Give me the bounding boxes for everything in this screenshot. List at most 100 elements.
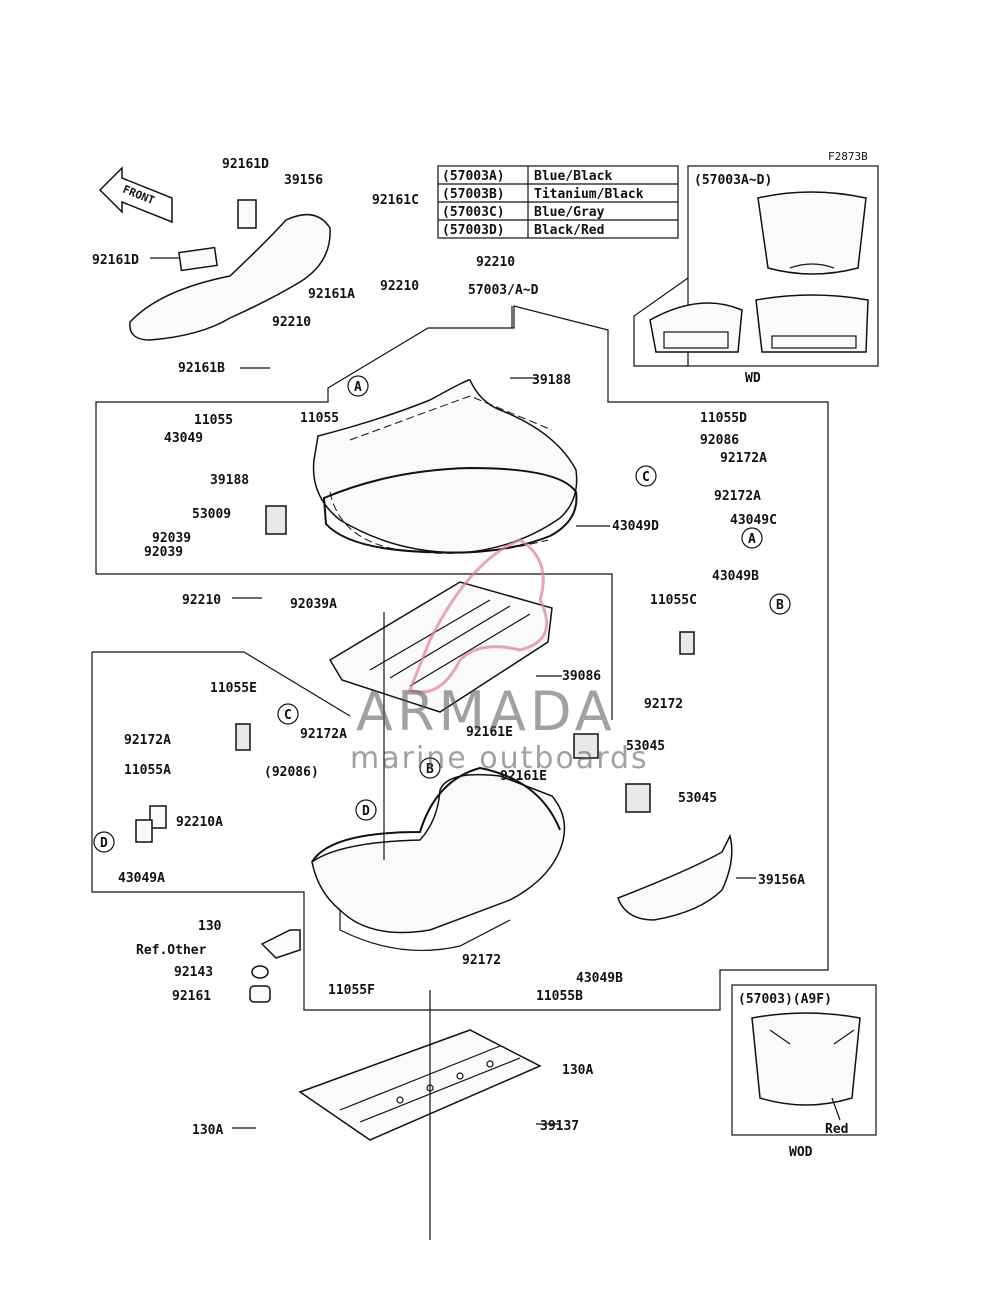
watermark-logo-icon [408, 538, 549, 694]
label-53045-b: 53045 [678, 791, 717, 806]
ref-marker-a-1: A [347, 375, 369, 397]
label-92210-d: 92210 [182, 593, 221, 608]
label-11055-a: 11055 [194, 413, 233, 428]
color-code-1: (57003B) [442, 187, 505, 202]
label-92172A-c: 92172A [124, 733, 171, 748]
watermark: ARMADA marine outboards [350, 538, 649, 776]
ref-marker-b-1: B [769, 593, 791, 615]
label-92161: 92161 [172, 989, 211, 1004]
label-11055A: 11055A [124, 763, 171, 778]
label-43049B-a: 43049B [712, 569, 759, 584]
label-92210-a: 92210 [476, 255, 515, 270]
label-92039A: 92039A [290, 597, 337, 612]
label-11055D: 11055D [700, 411, 747, 426]
svg-text:A: A [748, 532, 756, 547]
mounting-rack [298, 1029, 542, 1141]
label-39188-a: 39188 [532, 373, 571, 388]
hinge-left-upper [265, 505, 287, 535]
label-57003: 57003/A~D [468, 283, 539, 298]
svg-text:B: B [426, 762, 434, 777]
color-table: (57003A) Blue/Black (57003B) Titanium/Bl… [437, 165, 679, 239]
inset-wd-title: (57003A~D) [694, 173, 772, 188]
color-name-2: Blue/Gray [534, 205, 605, 220]
label-39188-b: 39188 [210, 473, 249, 488]
label-11055-b: 11055 [300, 411, 339, 426]
label-92172A-d: 92172A [300, 727, 347, 742]
side-panel [617, 833, 733, 921]
assembly-bracket-4 [92, 651, 351, 717]
inset-wd: (57003A~D) WD [633, 165, 879, 386]
leader-lines [150, 257, 756, 1240]
label-11055E: 11055E [210, 681, 257, 696]
inset-wod-caption: WOD [789, 1145, 813, 1160]
front-arrow-icon: FRONT [98, 166, 173, 224]
ref-marker-a-2: A [741, 527, 763, 549]
plate-11055A [149, 805, 167, 829]
color-name-3: Black/Red [534, 223, 604, 238]
label-92172-b: 92172 [462, 953, 501, 968]
color-code-0: (57003A) [442, 169, 505, 184]
figure-code: F2873B [828, 150, 868, 163]
label-130: 130 [198, 919, 222, 934]
ref-marker-c-2: C [277, 703, 299, 725]
label-43049B-b: 43049B [576, 971, 623, 986]
label-92039-a: 92039 [152, 531, 191, 546]
assembly-bracket-1 [95, 305, 829, 1011]
assembly-bracket-3 [91, 652, 305, 984]
label-92086: 92086 [700, 433, 739, 448]
ref-marker-b-2: B [419, 757, 441, 779]
plate-43049A [135, 819, 153, 843]
label-92161A: 92161A [308, 287, 355, 302]
label-92172A-b: 92172A [714, 489, 761, 504]
label-39156: 39156 [284, 173, 323, 188]
inset-wd-caption: WD [745, 371, 761, 386]
top-case-lid [312, 379, 578, 554]
label-92039-b: 92039 [144, 545, 183, 560]
inset-wod: (57003)(A9F) Red WOD [731, 984, 877, 1160]
label-39137: 39137 [540, 1119, 579, 1134]
watermark-title: ARMADA [356, 680, 616, 743]
label-92210-b: 92210 [380, 279, 419, 294]
assembly-bracket-2 [96, 573, 613, 720]
label-92161B: 92161B [178, 361, 225, 376]
case-body [311, 766, 566, 952]
inner-tray [328, 581, 553, 713]
lid-seal [322, 466, 578, 554]
ref-marker-d-2: D [355, 799, 377, 821]
label-43049: 43049 [164, 431, 203, 446]
svg-text:A: A [354, 380, 362, 395]
hinge-left-lower [235, 723, 251, 751]
label-11055F: 11055F [328, 983, 375, 998]
grommet-92143 [251, 965, 269, 979]
label-92172-a: 92172 [644, 697, 683, 712]
label-43049D: 43049D [612, 519, 659, 534]
bracket-11055C [679, 631, 695, 655]
watermark-subtitle: marine outboards [350, 741, 649, 776]
label-39086: 39086 [562, 669, 601, 684]
label-11055B: 11055B [536, 989, 583, 1004]
label-53009: 53009 [192, 507, 231, 522]
label-53045-a: 53045 [626, 739, 665, 754]
label-130A-a: 130A [562, 1063, 593, 1078]
label-92210A: 92210A [176, 815, 223, 830]
label-39156A: 39156A [758, 873, 805, 888]
label-130A-b: 130A [192, 1123, 223, 1138]
svg-text:C: C [284, 708, 292, 723]
label-92086-paren: (92086) [264, 765, 319, 780]
color-code-3: (57003D) [442, 223, 505, 238]
svg-text:B: B [776, 598, 784, 613]
inset-wod-note: Red [825, 1122, 848, 1137]
svg-text:D: D [362, 804, 370, 819]
color-name-0: Blue/Black [534, 169, 612, 184]
color-code-2: (57003C) [442, 205, 505, 220]
label-92161D-b: 92161D [92, 253, 139, 268]
ref-bracket [260, 929, 301, 959]
label-ref-other: Ref.Other [136, 943, 207, 958]
latch-lower [625, 783, 651, 813]
label-92161C: 92161C [372, 193, 419, 208]
latch-upper [573, 733, 599, 759]
label-11055C: 11055C [650, 593, 697, 608]
label-92143: 92143 [174, 965, 213, 980]
ref-marker-d-1: D [93, 831, 115, 853]
label-43049C: 43049C [730, 513, 777, 528]
